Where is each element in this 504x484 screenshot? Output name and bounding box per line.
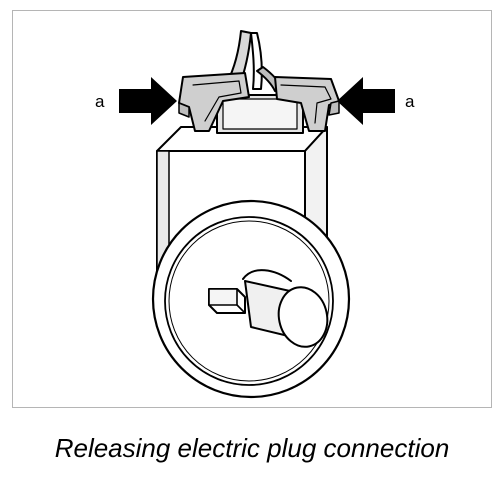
figure-caption: Releasing electric plug connection bbox=[54, 433, 450, 463]
press-arrow-right-icon bbox=[337, 77, 395, 125]
callout-left-label: a bbox=[95, 92, 105, 111]
drive-shaft bbox=[208, 269, 329, 348]
plug-connection-diagram: a a bbox=[95, 30, 415, 399]
illustration-frame: a a bbox=[12, 10, 492, 408]
callout-right-label: a bbox=[405, 92, 415, 111]
electric-plug bbox=[178, 72, 340, 134]
press-arrow-left-icon bbox=[119, 77, 177, 125]
